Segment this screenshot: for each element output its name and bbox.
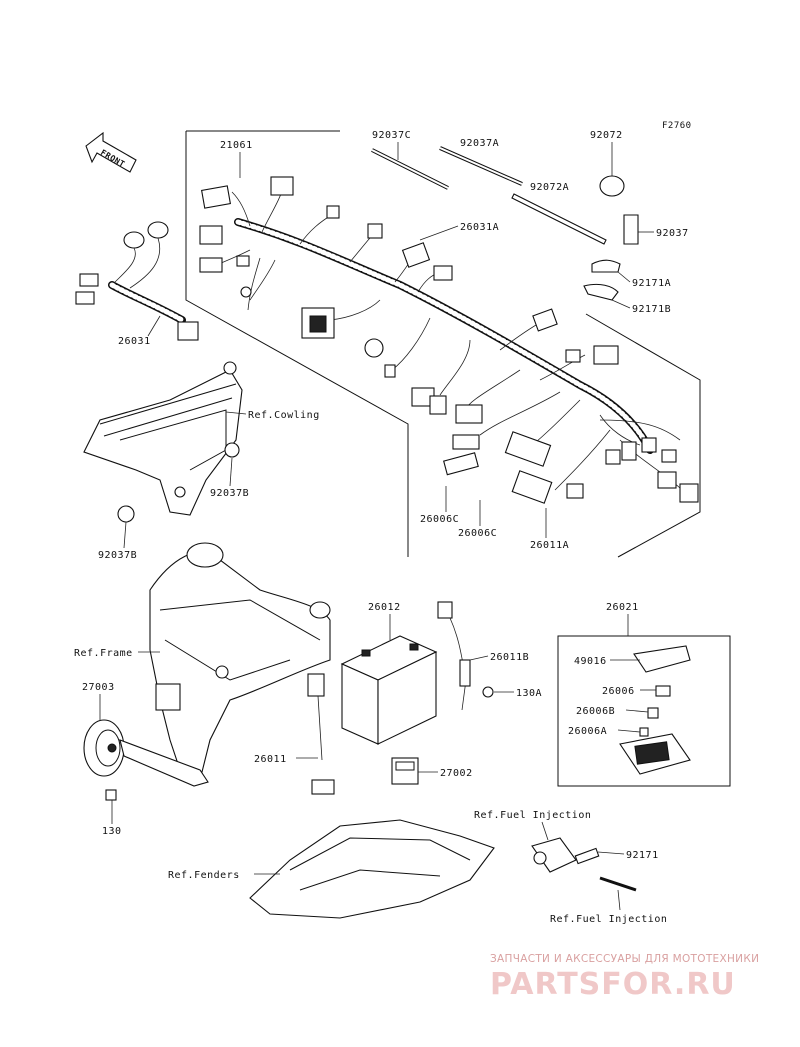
watermark-logo: PARTSFOR.RU bbox=[490, 967, 736, 1002]
label-49016: 49016 bbox=[574, 656, 607, 667]
label-26031A: 26031A bbox=[460, 222, 499, 233]
rear-fender-tray bbox=[249, 819, 495, 919]
watermark: ЗАПЧАСТИ И АКСЕССУАРЫ ДЛЯ МОТОТЕХНИКИ PA… bbox=[490, 953, 759, 1002]
watermark-tagline: ЗАПЧАСТИ И АКСЕССУАРЫ ДЛЯ МОТОТЕХНИКИ bbox=[490, 953, 759, 965]
label-92072A: 92072A bbox=[530, 182, 569, 193]
label-26006B: 26006B bbox=[576, 706, 615, 717]
label-92072: 92072 bbox=[590, 130, 623, 141]
label-26011: 26011 bbox=[254, 754, 287, 765]
label-21061: 21061 bbox=[220, 140, 253, 151]
label-26012: 26012 bbox=[368, 602, 401, 613]
label-92037B-b: 92037B bbox=[98, 550, 137, 561]
battery-cable-26011B bbox=[437, 601, 494, 711]
label-92037C: 92037C bbox=[372, 130, 411, 141]
label-ref-frame: Ref.Frame bbox=[74, 648, 133, 659]
harness-connectors bbox=[199, 176, 699, 504]
label-ref-fenders: Ref.Fenders bbox=[168, 870, 240, 881]
label-26011B: 26011B bbox=[490, 652, 529, 663]
label-27003: 27003 bbox=[82, 682, 115, 693]
label-92171: 92171 bbox=[626, 850, 659, 861]
label-27002: 27002 bbox=[440, 768, 473, 779]
battery-cable-26011 bbox=[307, 673, 335, 795]
battery bbox=[340, 635, 438, 745]
straps-and-clamps bbox=[371, 146, 639, 301]
relay-27002 bbox=[391, 757, 419, 785]
labels: 21061 92037C 92037A 92072 92072A 26031A … bbox=[74, 130, 689, 925]
figure-code: F2760 bbox=[662, 121, 692, 131]
harness-group-outline bbox=[185, 130, 701, 558]
sub-harness-26031 bbox=[75, 221, 199, 341]
label-ref-fuel-injection-a: Ref.Fuel Injection bbox=[474, 810, 591, 821]
fuel-injection-relay bbox=[531, 837, 637, 892]
fuse-box-group bbox=[557, 635, 731, 787]
label-130: 130 bbox=[102, 826, 122, 837]
label-ref-cowling: Ref.Cowling bbox=[248, 410, 320, 421]
label-26006C-b: 26006C bbox=[458, 528, 497, 539]
frame bbox=[149, 542, 331, 781]
label-92037: 92037 bbox=[656, 228, 689, 239]
label-26031: 26031 bbox=[118, 336, 151, 347]
label-26021: 26021 bbox=[606, 602, 639, 613]
label-92171A: 92171A bbox=[632, 278, 671, 289]
label-92037B-a: 92037B bbox=[210, 488, 249, 499]
label-26011A: 26011A bbox=[530, 540, 569, 551]
horn bbox=[83, 719, 209, 801]
label-26006A: 26006A bbox=[568, 726, 607, 737]
cowling-bracket bbox=[83, 361, 243, 523]
label-26006: 26006 bbox=[602, 686, 635, 697]
label-ref-fuel-injection-b: Ref.Fuel Injection bbox=[550, 914, 667, 925]
label-26006C-a: 26006C bbox=[420, 514, 459, 525]
label-130A: 130A bbox=[516, 688, 542, 699]
label-92037A: 92037A bbox=[460, 138, 499, 149]
label-92171B: 92171B bbox=[632, 304, 671, 315]
front-arrow-icon: FRONT bbox=[85, 131, 137, 173]
